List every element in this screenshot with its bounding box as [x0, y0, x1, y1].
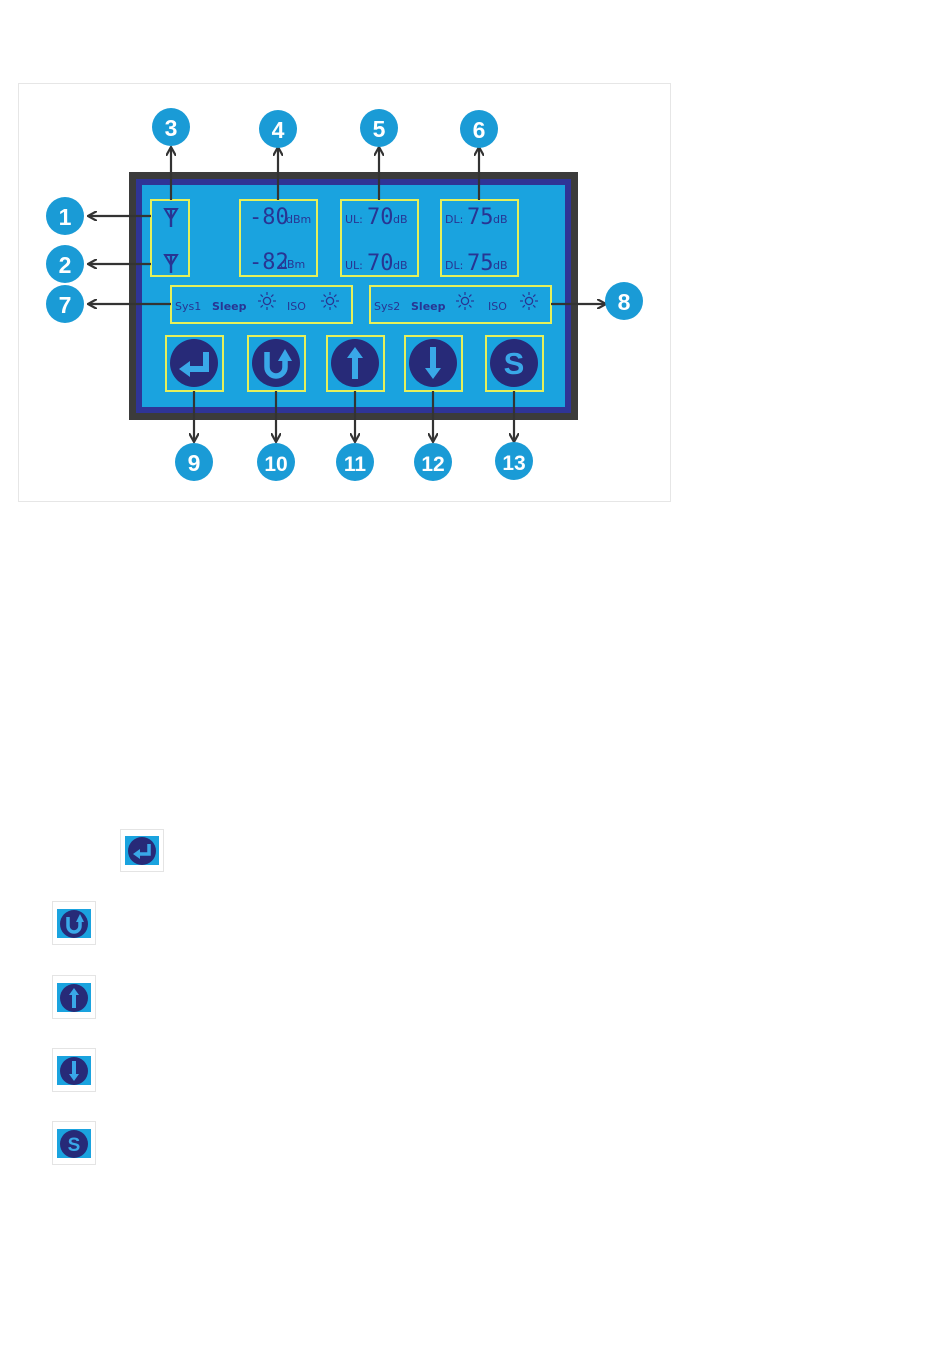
svg-text:7: 7 [59, 292, 72, 318]
callout-8: 8 [605, 282, 643, 320]
save-key-icon: S [52, 1121, 96, 1165]
svg-text:3: 3 [165, 115, 178, 141]
callout-12: 12 [414, 443, 452, 481]
svg-text:11: 11 [344, 453, 367, 476]
diagram-canvas: -80 dBm -82 dBm UL: 70 dB UL: 70 dB DL: … [19, 84, 672, 503]
uplink-unit-2: dB [393, 259, 408, 272]
callout-3: 3 [152, 108, 190, 146]
downlink-unit-1: dB [493, 213, 508, 226]
callout-5: 5 [360, 109, 398, 147]
up-button[interactable] [331, 339, 379, 387]
downlink-label-2: DL: [445, 259, 463, 272]
svg-text:6: 6 [473, 117, 486, 143]
svg-text:5: 5 [373, 116, 386, 142]
uplink-unit-1: dB [393, 213, 408, 226]
enter-button[interactable] [170, 339, 218, 387]
system1-label: Sys1 [175, 300, 201, 313]
down-key-icon [52, 1048, 96, 1092]
callout-9: 9 [175, 443, 213, 481]
system2-label: Sys2 [374, 300, 400, 313]
callout-11: 11 [336, 443, 374, 481]
svg-text:13: 13 [502, 452, 525, 475]
svg-text:9: 9 [188, 450, 201, 476]
save-icon: S [504, 346, 525, 381]
signal-unit-1: dBm [286, 213, 311, 226]
svg-text:4: 4 [272, 117, 285, 143]
svg-text:10: 10 [264, 453, 287, 476]
system2-iso-label: ISO [488, 300, 507, 313]
uplink-label-1: UL: [345, 213, 363, 226]
svg-text:1: 1 [59, 204, 72, 230]
downlink-label-1: DL: [445, 213, 463, 226]
up-key-icon [52, 975, 96, 1019]
svg-text:2: 2 [59, 252, 72, 278]
system1-sleep-label: Sleep [212, 300, 247, 313]
callout-7: 7 [46, 285, 84, 323]
callout-4: 4 [259, 110, 297, 148]
signal-unit-2: dBm [280, 258, 305, 271]
lcd-panel-diagram: -80 dBm -82 dBm UL: 70 dB UL: 70 dB DL: … [18, 83, 671, 502]
downlink-value-1: 75 [467, 205, 494, 230]
down-button[interactable] [409, 339, 457, 387]
uplink-label-2: UL: [345, 259, 363, 272]
svg-text:12: 12 [421, 453, 444, 476]
callout-1: 1 [46, 197, 84, 235]
enter-key-icon [120, 829, 164, 872]
save-icon: S [68, 1135, 81, 1156]
downlink-unit-2: dB [493, 259, 508, 272]
callout-6: 6 [460, 110, 498, 148]
uplink-value-1: 70 [367, 205, 394, 230]
save-button[interactable]: S [490, 339, 538, 387]
system1-iso-label: ISO [287, 300, 306, 313]
callout-2: 2 [46, 245, 84, 283]
system2-sleep-label: Sleep [411, 300, 446, 313]
uplink-value-2: 70 [367, 251, 394, 276]
svg-text:8: 8 [618, 289, 631, 315]
callout-13: 13 [495, 442, 533, 480]
callout-10: 10 [257, 443, 295, 481]
signal-value-1: -80 [249, 205, 289, 230]
return-button[interactable] [252, 339, 300, 387]
return-key-icon [52, 901, 96, 945]
downlink-value-2: 75 [467, 251, 494, 276]
